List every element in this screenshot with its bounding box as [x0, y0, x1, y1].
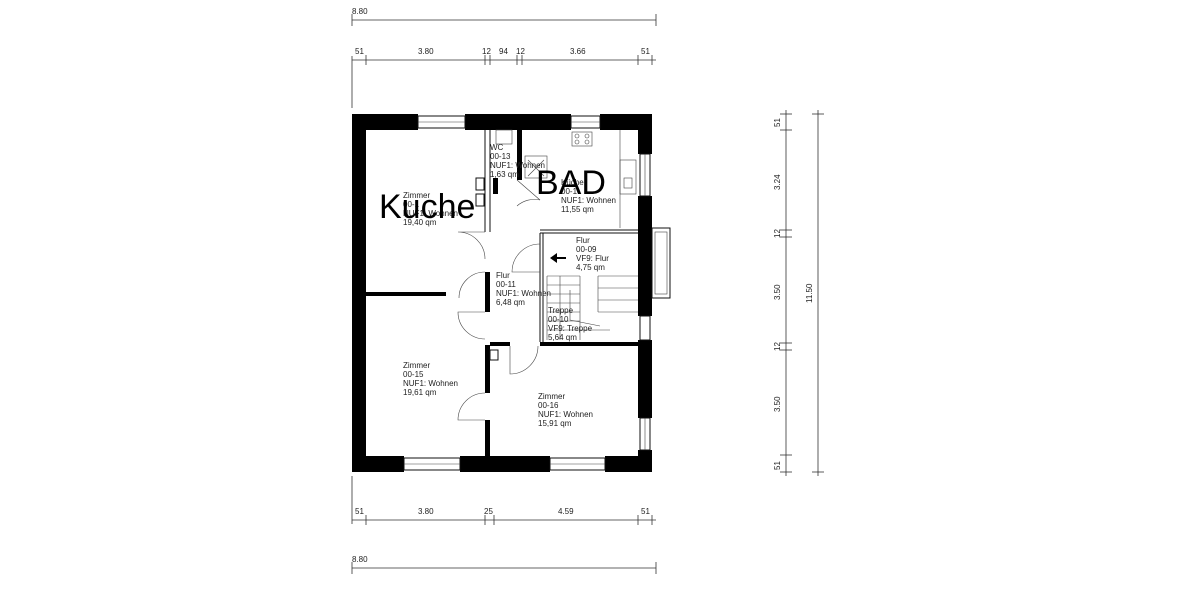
dimension-label: 3.50	[773, 284, 782, 300]
room-label-wc: WC 00-13 NUF1: Wohnen 1,63 qm	[490, 143, 545, 179]
exterior-walls	[352, 114, 652, 472]
interior-walls	[366, 130, 638, 456]
svg-text:Flur: Flur	[576, 236, 590, 245]
dimension-label: 51	[355, 47, 364, 56]
dimension-chain-bottom: 51 3.80 25 4.59 51	[351, 476, 656, 525]
svg-text:00-09: 00-09	[576, 245, 597, 254]
overlay-label-bad: BAD	[536, 164, 606, 202]
kitchen-fittings	[495, 129, 637, 228]
dimension-label: 3.80	[418, 507, 434, 516]
svg-text:4,75 qm: 4,75 qm	[576, 263, 605, 272]
svg-text:00-1: 00-1	[403, 200, 420, 209]
svg-text:00-1: 00-1	[561, 187, 578, 196]
svg-text:Zimmer: Zimmer	[538, 392, 565, 401]
dimension-label: 3.24	[773, 174, 782, 190]
svg-text:11,55 qm: 11,55 qm	[561, 205, 594, 214]
doors	[457, 179, 541, 421]
svg-text:00-10: 00-10	[548, 315, 569, 324]
room-label-flur-11: Flur 00-11 NUF1: Wohnen 6,48 qm	[496, 271, 551, 307]
staircase	[546, 253, 638, 340]
svg-text:1,63 qm: 1,63 qm	[490, 170, 519, 179]
dimension-label: 12	[773, 229, 782, 238]
dimension-chain-top: 51 3.80 12 94 12 3.66 51	[351, 47, 656, 108]
dimension-overall-top: 8.80	[351, 7, 657, 26]
svg-text:VF9: Flur: VF9: Flur	[576, 254, 609, 263]
svg-text:19,61 qm: 19,61 qm	[403, 388, 437, 397]
svg-text:00-15: 00-15	[403, 370, 424, 379]
svg-text:NUF1: Wohnen: NUF1: Wohnen	[496, 289, 551, 298]
dimension-label: 3.80	[418, 47, 434, 56]
svg-text:WC: WC	[490, 143, 504, 152]
dimension-label: 3.66	[570, 47, 586, 56]
svg-text:Küche: Küche	[561, 178, 584, 187]
room-label-zimmer-15: Zimmer 00-15 NUF1: Wohnen 19,61 qm	[403, 361, 458, 397]
dimension-label: 8.80	[352, 7, 368, 16]
dimension-label: 3.50	[773, 396, 782, 412]
svg-text:NUF1: Wohnen: NUF1: Wohnen	[561, 196, 616, 205]
room-label-treppe: Treppe 00-10 VF9: Treppe 5,64 qm	[548, 306, 593, 342]
dimension-total-right: 11.50	[805, 110, 824, 476]
svg-text:5,64 qm: 5,64 qm	[548, 333, 577, 342]
svg-text:19,40 qm: 19,40 qm	[403, 218, 437, 227]
svg-text:6,48 qm: 6,48 qm	[496, 298, 525, 307]
dimension-label: 4.59	[558, 507, 574, 516]
overlay-label-kuche: Kuche	[379, 188, 475, 226]
svg-text:15,91 qm: 15,91 qm	[538, 419, 572, 428]
room-label-zimmer-top-left: Zimmer 00-1 NUF1: Wohnen 19,40 qm	[403, 191, 458, 227]
svg-text:NUF1: Wohnen: NUF1: Wohnen	[538, 410, 593, 419]
dimension-label: 8.80	[352, 555, 368, 564]
svg-text:00-16: 00-16	[538, 401, 559, 410]
dimension-label: 25	[484, 507, 493, 516]
room-label-flur-09: Flur 00-09 VF9: Flur 4,75 qm	[576, 236, 609, 272]
windows	[403, 115, 671, 471]
dimension-overall-bottom: 8.80	[351, 555, 657, 574]
svg-text:NUF1: Wohnen: NUF1: Wohnen	[490, 161, 545, 170]
dimension-label: 51	[773, 461, 782, 470]
svg-text:Zimmer: Zimmer	[403, 361, 430, 370]
stair-arrow-icon	[550, 253, 557, 263]
svg-text:Treppe: Treppe	[548, 306, 574, 315]
svg-text:NUF1: Wohnen: NUF1: Wohnen	[403, 379, 458, 388]
svg-text:Zimmer: Zimmer	[403, 191, 430, 200]
room-label-zimmer-16: Zimmer 00-16 NUF1: Wohnen 15,91 qm	[538, 392, 593, 428]
dimension-label: 51	[773, 118, 782, 127]
room-label-kueche: Küche 00-1 NUF1: Wohnen 11,55 qm	[561, 178, 616, 214]
dimension-label: 51	[641, 47, 650, 56]
dimension-label: 51	[355, 507, 364, 516]
dimension-label: 12	[482, 47, 491, 56]
dimension-label: 51	[641, 507, 650, 516]
dimension-label: 12	[516, 47, 525, 56]
svg-text:VF9: Treppe: VF9: Treppe	[548, 324, 593, 333]
svg-text:NUF1: Wohnen: NUF1: Wohnen	[403, 209, 458, 218]
svg-text:Flur: Flur	[496, 271, 510, 280]
dimension-label: 94	[499, 47, 508, 56]
svg-text:00-11: 00-11	[496, 280, 516, 289]
svg-text:00-13: 00-13	[490, 152, 511, 161]
dimension-label: 12	[773, 342, 782, 351]
dimension-chain-right: 51 3.24 12 3.50 12 3.50 51	[773, 110, 792, 476]
dimension-label: 11.50	[805, 283, 814, 303]
